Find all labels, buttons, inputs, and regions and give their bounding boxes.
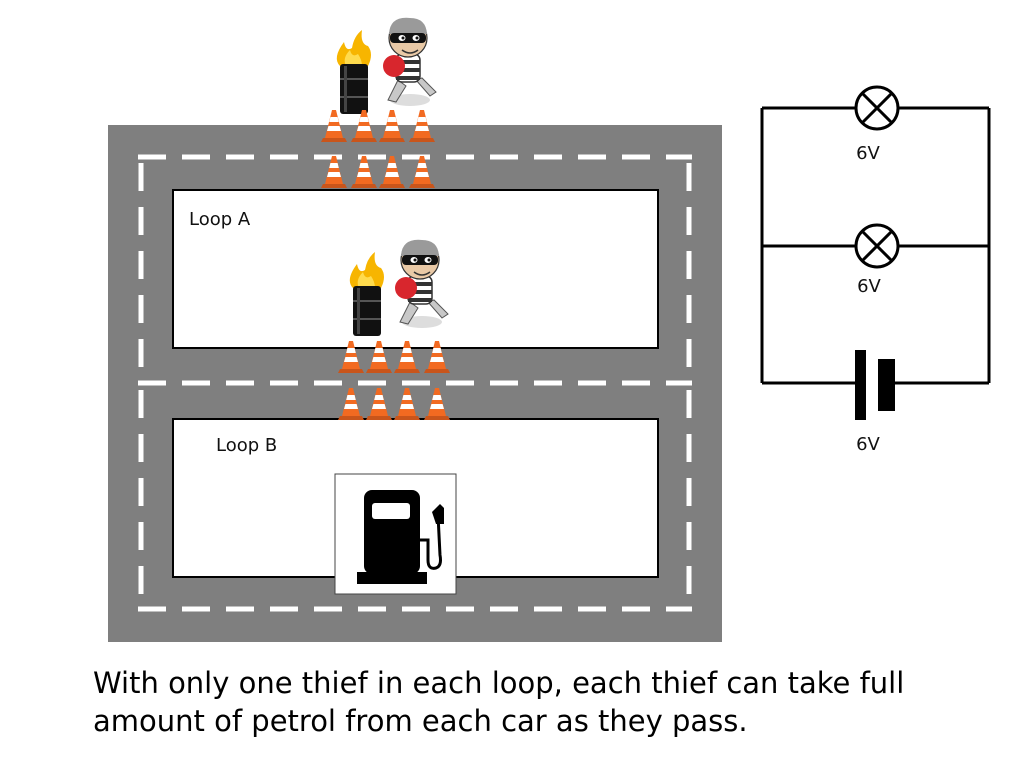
lane-markings	[138, 154, 692, 612]
loop-a-label: Loop A	[189, 209, 251, 230]
lamp-middle	[854, 223, 900, 269]
battery-symbol	[855, 350, 895, 420]
lamp-top	[854, 85, 900, 131]
fuel-pump-icon	[334, 473, 457, 595]
parallel-circuit	[760, 106, 991, 385]
caption-line-2: amount of petrol from each car as they p…	[93, 704, 748, 738]
caption-text: With only one thief in each loop, each t…	[93, 664, 1013, 740]
lamp-top-voltage: 6V	[856, 143, 880, 164]
burning-barrel-icon	[336, 30, 371, 114]
lamp-middle-voltage: 6V	[857, 276, 881, 297]
loop-b-label: Loop B	[216, 435, 277, 456]
thief-icon	[382, 17, 437, 107]
battery-voltage: 6V	[856, 434, 880, 455]
caption-line-1: With only one thief in each loop, each t…	[93, 666, 905, 700]
